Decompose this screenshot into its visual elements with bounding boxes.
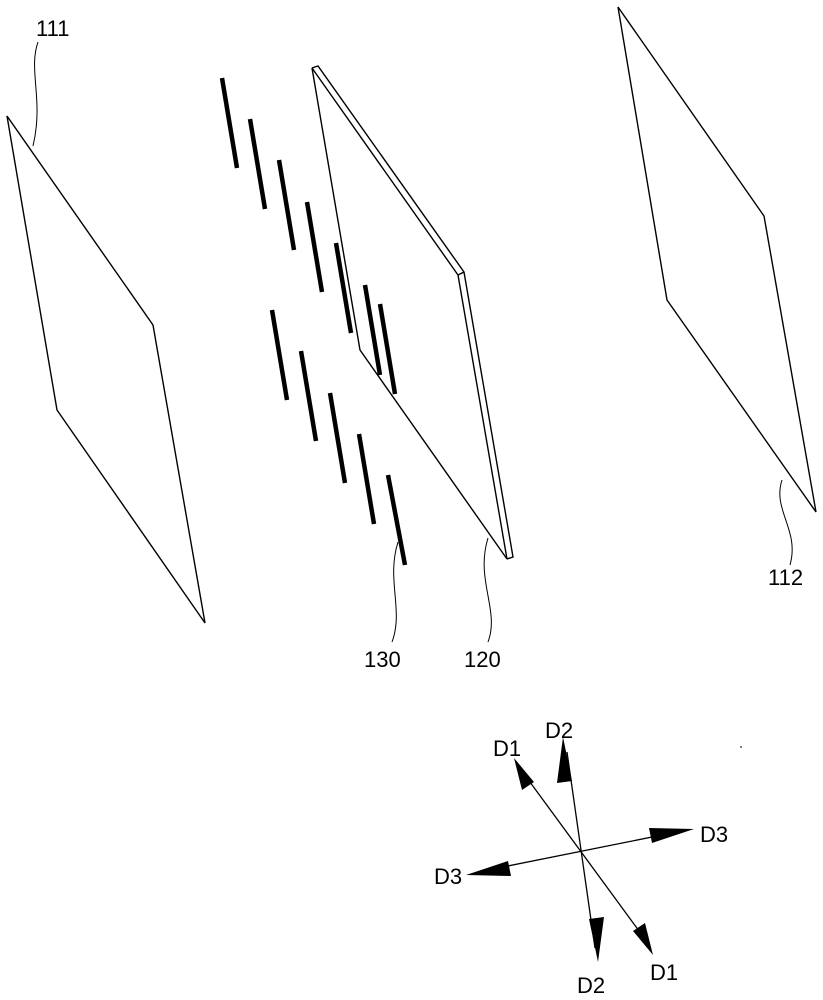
- label-111: 111: [36, 16, 69, 41]
- label-130: 130: [364, 647, 401, 672]
- stray-dot: [740, 746, 742, 748]
- strip: [301, 351, 316, 441]
- label-d2-upper: D2: [545, 718, 573, 743]
- strip: [330, 393, 345, 483]
- leader-120: [484, 538, 491, 642]
- plate-111: [7, 116, 205, 623]
- arrow-d2-down: [589, 917, 604, 962]
- arrow-d1-up: [514, 758, 534, 790]
- strip: [307, 202, 322, 292]
- label-d1-upper: D1: [493, 736, 521, 761]
- axis-d2: [567, 752, 595, 948]
- direction-indicator: [466, 737, 694, 962]
- label-120: 120: [464, 647, 501, 672]
- leader-130: [392, 542, 398, 642]
- label-d1-lower: D1: [650, 960, 678, 985]
- arrow-d3-right: [649, 828, 694, 843]
- strip: [272, 310, 287, 400]
- plate-112: [618, 7, 816, 512]
- axis-d1: [527, 778, 642, 935]
- strip: [222, 78, 237, 168]
- arrow-d3-left: [466, 861, 511, 876]
- panel-120: [312, 66, 513, 559]
- strip: [279, 160, 294, 250]
- label-d2-lower: D2: [577, 973, 605, 998]
- leader-111: [33, 42, 38, 146]
- label-112: 112: [768, 565, 803, 590]
- label-d3-right: D3: [700, 822, 728, 847]
- label-d3-left: D3: [434, 864, 462, 889]
- leader-112: [780, 480, 792, 565]
- strip: [388, 475, 405, 565]
- strip: [359, 434, 374, 524]
- strip: [250, 119, 265, 209]
- arrow-d2-up: [557, 737, 572, 783]
